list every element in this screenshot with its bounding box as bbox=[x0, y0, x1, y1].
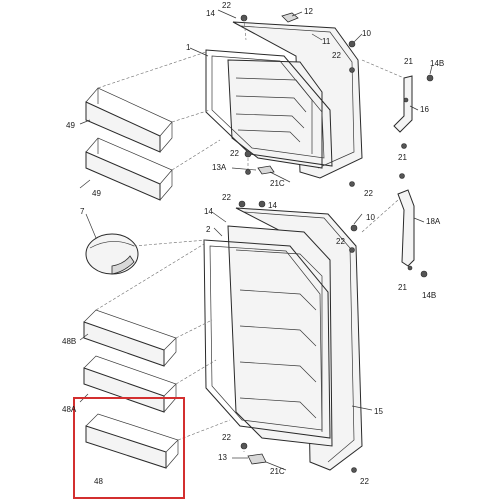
callout-shelf-49a: 49 bbox=[66, 121, 75, 130]
callout-lower-10: 10 bbox=[366, 213, 375, 222]
callout-lower-13: 13 bbox=[218, 453, 227, 462]
butter-compartment-cover bbox=[85, 233, 139, 275]
lower-hinge-bracket bbox=[397, 173, 428, 278]
leader-lines bbox=[79, 9, 433, 471]
lower-door-assembly bbox=[203, 200, 363, 473]
callout-lower-15: 15 bbox=[374, 407, 383, 416]
callout-lower-21: 21 bbox=[398, 283, 407, 292]
callout-upper-14: 14 bbox=[206, 9, 215, 18]
callout-shelf-48a: 48A bbox=[62, 405, 77, 414]
upper-door-assembly bbox=[205, 12, 363, 187]
callout-lower-14a: 14 bbox=[204, 207, 213, 216]
callout-upper-21b: 21 bbox=[398, 153, 407, 162]
callout-upper-22c: 22 bbox=[230, 149, 239, 158]
callout-lower-2: 2 bbox=[206, 225, 211, 234]
callout-lower-18a: 18A bbox=[426, 217, 441, 226]
callout-labels: 22 14 12 11 10 22 1 21 14B 16 21 13A 22 … bbox=[62, 1, 444, 486]
fresh-food-door-shelves bbox=[83, 309, 179, 469]
callout-upper-14b: 14B bbox=[430, 59, 444, 68]
highlight-box bbox=[73, 397, 185, 499]
callout-lower-22c: 22 bbox=[222, 433, 231, 442]
callout-upper-16: 16 bbox=[420, 105, 429, 114]
callout-lower-14b-r: 14B bbox=[422, 291, 436, 300]
callout-lower-22a: 22 bbox=[222, 193, 231, 202]
callout-upper-21: 21 bbox=[404, 57, 413, 66]
callout-shelf-48: 48 bbox=[94, 477, 103, 486]
callout-upper-10: 10 bbox=[362, 29, 371, 38]
callout-upper-12: 12 bbox=[304, 7, 313, 16]
explode-guide-lines bbox=[95, 17, 405, 452]
callout-item-7: 7 bbox=[80, 207, 85, 216]
callout-lower-14b: 14 bbox=[268, 201, 277, 210]
callout-upper-13a: 13A bbox=[212, 163, 227, 172]
callout-shelf-49b: 49 bbox=[92, 189, 101, 198]
callout-lower-22b: 22 bbox=[336, 237, 345, 246]
callout-upper-22b: 22 bbox=[332, 51, 341, 60]
callout-upper-11: 11 bbox=[322, 37, 331, 46]
callout-upper-1: 1 bbox=[186, 43, 191, 52]
callout-lower-22d: 22 bbox=[360, 477, 369, 486]
upper-hinge-bracket bbox=[393, 74, 434, 149]
callout-upper-22d: 22 bbox=[364, 189, 373, 198]
callout-upper-21c: 21C bbox=[270, 179, 285, 188]
freezer-door-shelves bbox=[85, 87, 173, 201]
callout-lower-21c: 21C bbox=[270, 467, 285, 476]
callout-shelf-48b: 48B bbox=[62, 337, 76, 346]
callout-upper-22a: 22 bbox=[222, 1, 231, 10]
